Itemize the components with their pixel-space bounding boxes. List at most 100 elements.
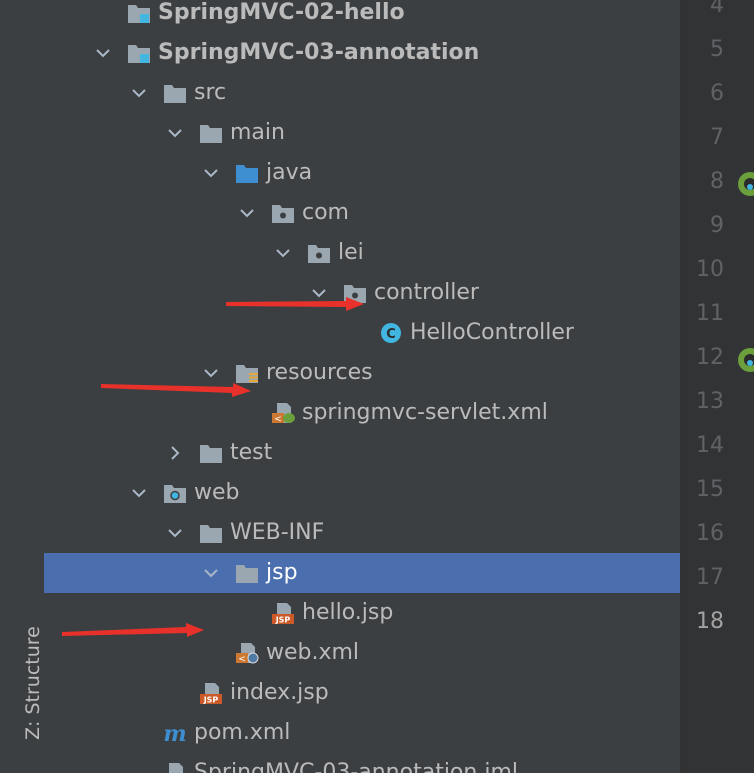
line-number: 5 [710, 37, 724, 62]
tree-row-web-xml[interactable]: < web.xml [44, 633, 680, 673]
iml-file-icon [163, 762, 187, 773]
chevron-right-icon[interactable] [166, 444, 184, 462]
source-root-folder-icon [235, 162, 259, 184]
line-number: 12 [696, 345, 724, 370]
module-folder-icon [127, 42, 151, 64]
jsp-file-icon: JSP [199, 682, 223, 705]
tree-row-label: controller [374, 280, 479, 305]
tree-row-label: springmvc-servlet.xml [302, 400, 548, 425]
chevron-down-icon[interactable] [274, 244, 292, 262]
line-number: 16 [696, 521, 724, 546]
folder-icon [163, 82, 187, 104]
chevron-down-icon[interactable] [202, 364, 220, 382]
structure-tool-tab[interactable]: Z: Structure [4, 620, 44, 760]
line-number: 8 [710, 169, 724, 194]
maven-icon: m [163, 721, 187, 747]
tree-row-label: web [194, 480, 240, 505]
tree-row-iml[interactable]: SpringMVC-03-annotation.iml [44, 753, 680, 773]
package-icon [271, 202, 295, 224]
line-number: 13 [696, 389, 724, 414]
line-number: 9 [710, 213, 724, 238]
chevron-down-icon[interactable] [202, 164, 220, 182]
chevron-down-icon[interactable] [166, 524, 184, 542]
tree-row-controller[interactable]: controller [44, 273, 680, 313]
chevron-down-icon[interactable] [130, 84, 148, 102]
editor-gutter: 4 5 6 7 8 9 10 11 12 13 14 15 16 17 18 [681, 0, 754, 773]
tree-row-hellocontroller[interactable]: C HelloController [44, 313, 680, 353]
tree-row-label: lei [338, 240, 364, 265]
tree-row-label: main [230, 120, 285, 145]
chevron-down-icon[interactable] [166, 124, 184, 142]
line-number: 4 [710, 0, 724, 18]
chevron-down-icon[interactable] [238, 204, 256, 222]
chevron-down-icon[interactable] [310, 284, 328, 302]
package-icon [307, 242, 331, 264]
java-class-icon: C [379, 322, 403, 344]
svg-text:JSP: JSP [275, 616, 291, 625]
annotation-arrow [101, 383, 251, 397]
tree-row-label: SpringMVC-02-hello [158, 0, 405, 25]
tree-row-web[interactable]: web [44, 473, 680, 513]
tree-row-label: web.xml [266, 640, 360, 665]
line-number: 15 [696, 477, 724, 502]
structure-tab-label: Z: Structure [22, 626, 44, 740]
tree-row-test[interactable]: test [44, 433, 680, 473]
tree-row-label: com [302, 200, 349, 225]
tree-row-label: src [194, 80, 227, 105]
chevron-down-icon[interactable] [130, 484, 148, 502]
tree-row-prev-project[interactable]: SpringMVC-02-hello [44, 0, 680, 33]
tree-row-label: HelloController [410, 320, 574, 345]
tree-row-index-jsp[interactable]: JSP index.jsp [44, 673, 680, 713]
tree-row-lei[interactable]: lei [44, 233, 680, 273]
tree-row-label: hello.jsp [302, 600, 394, 625]
tree-row-jsp[interactable]: jsp [44, 553, 680, 593]
line-number: 10 [696, 257, 724, 282]
left-tool-strip: Z: Structure [0, 0, 45, 773]
folder-icon [235, 562, 259, 584]
module-folder-icon [127, 2, 151, 24]
tree-row-label: SpringMVC-03-annotation.iml [194, 760, 518, 773]
tree-row-project[interactable]: SpringMVC-03-annotation [44, 33, 680, 73]
tree-row-pom-xml[interactable]: m pom.xml [44, 713, 680, 753]
tree-row-label: index.jsp [230, 680, 329, 705]
tree-row-com[interactable]: com [44, 193, 680, 233]
svg-text:m: m [163, 722, 186, 744]
svg-text:<: < [238, 655, 246, 665]
tree-row-resources[interactable]: resources [44, 353, 680, 393]
line-number: 17 [696, 565, 724, 590]
spring-xml-icon: < [271, 402, 295, 425]
web-folder-icon [163, 482, 187, 504]
line-number: 11 [696, 301, 724, 326]
line-number: 7 [710, 125, 724, 150]
tree-row-label: jsp [266, 560, 298, 585]
spring-bean-icon[interactable] [737, 347, 754, 373]
folder-icon [199, 442, 223, 464]
tree-row-label: test [230, 440, 273, 465]
line-number: 14 [696, 433, 724, 458]
tree-row-main[interactable]: main [44, 113, 680, 153]
folder-icon [199, 122, 223, 144]
line-number: 18 [696, 609, 724, 634]
tree-row-springmvc-servlet[interactable]: < springmvc-servlet.xml [44, 393, 680, 433]
chevron-down-icon[interactable] [202, 564, 220, 582]
annotation-arrow [62, 623, 204, 637]
resources-folder-icon [235, 362, 259, 384]
svg-text:C: C [386, 327, 396, 342]
gutter-divider [680, 0, 681, 773]
tree-row-hello-jsp[interactable]: JSP hello.jsp [44, 593, 680, 633]
tree-row-label: SpringMVC-03-annotation [158, 40, 480, 65]
web-xml-icon: < [235, 642, 259, 665]
tree-row-web-inf[interactable]: WEB-INF [44, 513, 680, 553]
jsp-file-icon: JSP [271, 602, 295, 625]
spring-bean-icon[interactable] [737, 171, 754, 197]
line-number: 6 [710, 81, 724, 106]
tree-row-label: WEB-INF [230, 520, 325, 545]
tree-row-label: resources [266, 360, 373, 385]
tree-row-label: pom.xml [194, 720, 291, 745]
svg-text:<: < [274, 415, 282, 425]
svg-text:JSP: JSP [203, 696, 219, 705]
tree-row-java[interactable]: java [44, 153, 680, 193]
chevron-down-icon[interactable] [94, 44, 112, 62]
tree-row-src[interactable]: src [44, 73, 680, 113]
